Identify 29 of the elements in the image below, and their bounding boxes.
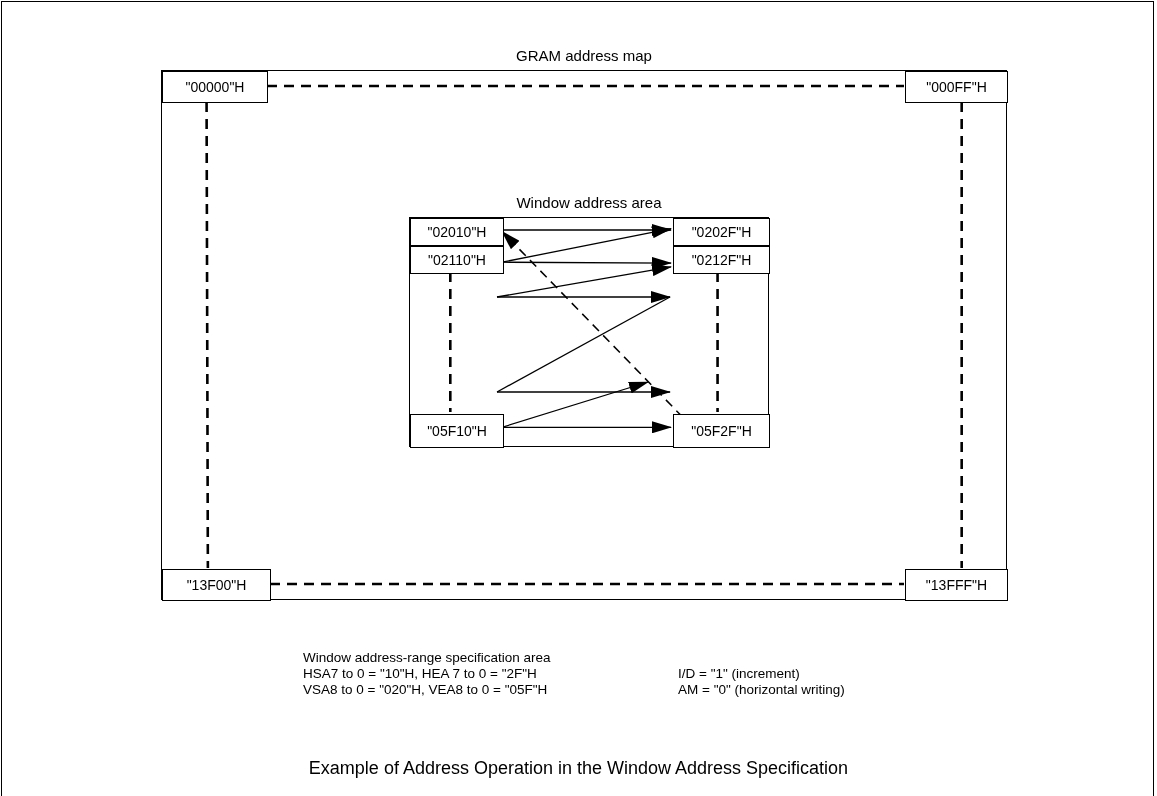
arrow — [501, 421, 672, 434]
arrow — [501, 381, 649, 428]
spec-note: HSA7 to 0 = "10"H, HEA 7 to 0 = "2F"H — [303, 666, 537, 682]
dashed-line — [449, 272, 452, 412]
address-label-box: "00000"H — [162, 71, 268, 103]
figure-caption: Example of Address Operation in the Window Address Specification — [308, 758, 849, 779]
arrow — [501, 256, 672, 269]
arrow — [501, 224, 672, 236]
dashed-line — [267, 84, 904, 88]
address-label-box: "13FFF"H — [905, 569, 1008, 601]
spec-note: VSA8 to 0 = "020"H, VEA8 to 0 = "05F"H — [303, 682, 548, 698]
dashed-line — [716, 272, 719, 412]
address-label-box: "02110"H — [410, 246, 504, 274]
spec-note: AM = "0" (horizontal writing) — [678, 682, 845, 698]
address-label-box: "000FF"H — [905, 71, 1008, 103]
arrow — [501, 226, 672, 263]
address-label-box: "05F2F"H — [673, 414, 770, 448]
address-label-box: "0202F"H — [673, 218, 770, 246]
spec-note: Window address-range specification area — [303, 650, 551, 666]
address-label-box: "02010"H — [410, 218, 504, 246]
dashed-line — [960, 102, 963, 568]
spec-note: I/D = "1" (increment) — [678, 666, 800, 682]
area-heading: GRAM address map — [516, 47, 652, 64]
address-label-box: "0212F"H — [673, 246, 770, 274]
area-heading: Window address area — [516, 194, 662, 211]
address-label-box: "05F10"H — [410, 414, 504, 448]
dashed-line — [270, 582, 904, 586]
dashed-line — [205, 102, 210, 568]
address-label-box: "13F00"H — [162, 569, 271, 601]
